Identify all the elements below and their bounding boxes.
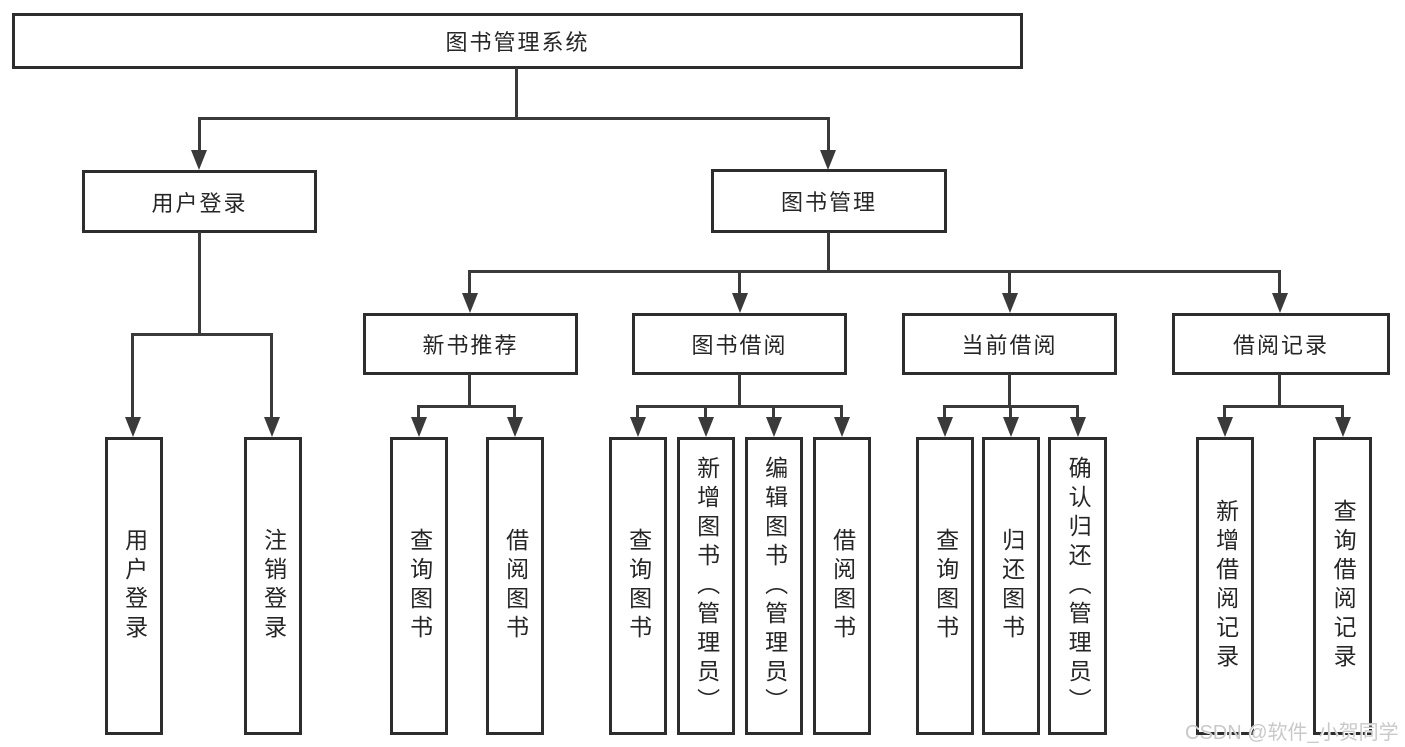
arrowhead-down-icon bbox=[937, 417, 953, 437]
node-label: 图书借阅 bbox=[691, 333, 788, 358]
arrowhead-down-icon bbox=[191, 150, 207, 170]
connector-line bbox=[636, 405, 639, 420]
arrowhead-down-icon bbox=[1272, 293, 1288, 313]
connector-line bbox=[468, 374, 471, 408]
connector-line bbox=[1009, 405, 1012, 420]
node-label: 图书管理系统 bbox=[445, 30, 590, 55]
arrowhead-down-icon bbox=[834, 417, 850, 437]
node-label: 查询图书 bbox=[932, 528, 959, 644]
arrowhead-down-icon bbox=[1335, 417, 1351, 437]
node-label: 用户登录 bbox=[151, 190, 248, 216]
leaf-query-borrow-record: 查询借阅记录 bbox=[1313, 437, 1372, 735]
leaf-logout: 注销登录 bbox=[244, 437, 302, 735]
node-label: 新增借阅记录 bbox=[1212, 499, 1239, 673]
arrowhead-down-icon bbox=[125, 417, 141, 437]
connector-line bbox=[943, 405, 946, 420]
connector-line bbox=[1223, 405, 1226, 420]
node-label: 借阅图书 bbox=[502, 528, 529, 644]
node-user-login: 用户登录 bbox=[82, 170, 317, 233]
node-label: 新增图书（管理员） bbox=[693, 455, 720, 717]
leaf-borrow-books-recommend: 借阅图书 bbox=[486, 437, 544, 735]
leaf-add-books-admin: 新增图书（管理员） bbox=[677, 437, 735, 735]
connector-line bbox=[704, 405, 707, 420]
node-label: 用户登录 bbox=[121, 528, 148, 644]
arrowhead-down-icon bbox=[1003, 417, 1019, 437]
arrowhead-down-icon bbox=[698, 417, 714, 437]
connector-line bbox=[1341, 405, 1344, 420]
connector-line bbox=[1278, 374, 1281, 408]
arrowhead-down-icon bbox=[766, 417, 782, 437]
connector-line bbox=[1008, 374, 1011, 408]
arrowhead-down-icon bbox=[1070, 417, 1086, 437]
connector-line bbox=[131, 333, 134, 420]
node-label: 归还图书 bbox=[998, 528, 1025, 644]
connector-line bbox=[1223, 405, 1344, 408]
arrowhead-down-icon bbox=[732, 293, 748, 313]
leaf-add-borrow-record: 新增借阅记录 bbox=[1196, 437, 1254, 735]
leaf-borrow-books: 借阅图书 bbox=[813, 437, 871, 735]
connector-line bbox=[1278, 270, 1281, 296]
connector-line bbox=[198, 117, 830, 120]
leaf-query-books-borrow: 查询图书 bbox=[609, 437, 667, 735]
connector-line bbox=[198, 117, 201, 153]
leaf-edit-books-admin: 编辑图书（管理员） bbox=[745, 437, 803, 735]
arrowhead-down-icon bbox=[1002, 293, 1018, 313]
leaf-confirm-return-admin: 确认归还（管理员） bbox=[1048, 437, 1107, 735]
arrowhead-down-icon bbox=[264, 417, 280, 437]
arrowhead-down-icon bbox=[630, 417, 646, 437]
node-label: 借阅记录 bbox=[1232, 333, 1329, 358]
node-label: 当前借阅 bbox=[961, 333, 1058, 358]
connector-line bbox=[468, 270, 471, 296]
node-label: 确认归还（管理员） bbox=[1065, 455, 1092, 717]
connector-line bbox=[515, 68, 518, 118]
connector-line bbox=[636, 405, 843, 408]
node-new-book-recommendation: 新书推荐 bbox=[363, 313, 578, 375]
arrowhead-down-icon bbox=[507, 417, 523, 437]
node-current-borrowing: 当前借阅 bbox=[902, 313, 1117, 375]
connector-line bbox=[772, 405, 775, 420]
connector-line bbox=[270, 333, 273, 420]
connector-line bbox=[840, 405, 843, 420]
leaf-query-books-current: 查询图书 bbox=[916, 437, 974, 735]
connector-line bbox=[827, 117, 830, 153]
node-book-management: 图书管理 bbox=[711, 169, 947, 233]
connector-line bbox=[198, 232, 201, 335]
node-label: 查询借阅记录 bbox=[1330, 499, 1357, 673]
node-label: 新书推荐 bbox=[422, 333, 519, 358]
node-label: 查询图书 bbox=[625, 528, 652, 644]
arrowhead-down-icon bbox=[462, 293, 478, 313]
node-label: 查询图书 bbox=[406, 528, 433, 644]
connector-line bbox=[943, 405, 1079, 408]
connector-line bbox=[1008, 270, 1011, 296]
node-root-library-management-system: 图书管理系统 bbox=[12, 13, 1023, 69]
arrowhead-down-icon bbox=[411, 417, 427, 437]
connector-line bbox=[827, 232, 830, 273]
arrowhead-down-icon bbox=[820, 150, 836, 170]
connector-line bbox=[131, 333, 273, 336]
connector-line bbox=[417, 405, 420, 420]
connector-line bbox=[468, 270, 1281, 273]
node-label: 编辑图书（管理员） bbox=[761, 455, 788, 717]
connector-line bbox=[738, 374, 741, 408]
connector-line bbox=[513, 405, 516, 420]
leaf-user-login: 用户登录 bbox=[105, 437, 163, 735]
connector-line bbox=[738, 270, 741, 296]
leaf-return-books: 归还图书 bbox=[982, 437, 1040, 735]
node-label: 注销登录 bbox=[260, 528, 287, 644]
node-label: 图书管理 bbox=[780, 190, 877, 215]
arrowhead-down-icon bbox=[1217, 417, 1233, 437]
connector-line bbox=[1076, 405, 1079, 420]
node-borrowing-records: 借阅记录 bbox=[1172, 313, 1390, 375]
connector-line bbox=[417, 405, 516, 408]
node-book-borrowing: 图书借阅 bbox=[632, 313, 847, 375]
leaf-query-books-recommend: 查询图书 bbox=[390, 437, 448, 735]
csdn-watermark: CSDN @软件_小贺同学 bbox=[1185, 722, 1399, 744]
node-label: 借阅图书 bbox=[829, 528, 856, 644]
